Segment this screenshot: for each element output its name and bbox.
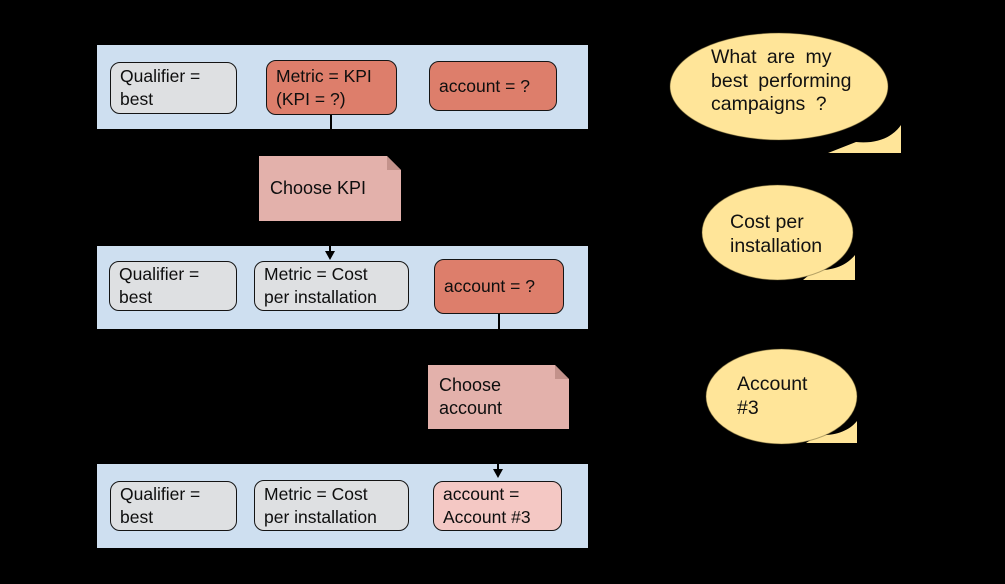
account-box-row1: account = ?	[429, 61, 557, 111]
account-box-label: account = ?	[439, 75, 530, 96]
bubble-tail	[803, 255, 855, 280]
qualifier-box-label: Qualifier = best	[120, 66, 201, 109]
folded-corner-icon	[387, 156, 401, 170]
qualifier-box-row1: Qualifier = best	[110, 62, 237, 114]
connector-choose-account-to-row3	[497, 429, 499, 470]
connector-metric-to-choose-kpi	[330, 113, 332, 156]
account-box-row2: account = ?	[434, 259, 564, 314]
connector-choose-kpi-to-row2	[329, 221, 331, 252]
metric-box-label: Metric = Cost per installation	[264, 264, 377, 307]
metric-box-label: Metric = Cost per installation	[264, 483, 377, 527]
qualifier-box-label: Qualifier = best	[120, 484, 201, 527]
choose-account-label: Choose account	[439, 375, 503, 418]
question-bubble-text: What are my best performing campaigns ?	[711, 46, 852, 115]
qualifier-box-label: Qualifier = best	[119, 264, 200, 307]
speech-bubble-kpi-answer	[701, 184, 855, 281]
account-box-label: account = Account #3	[443, 484, 531, 527]
kpi-answer-bubble-text: Cost per installation	[730, 211, 823, 257]
account-answer-bubble-text: Account #3	[737, 373, 808, 419]
qualifier-box-row3: Qualifier = best	[110, 481, 237, 531]
metric-box-label: Metric = KPI (KPI = ?)	[276, 65, 372, 109]
arrowhead-icon	[325, 251, 335, 260]
qualifier-box-row2: Qualifier = best	[109, 261, 237, 311]
choose-kpi-note: Choose KPI	[259, 156, 401, 221]
arrowhead-icon	[493, 469, 503, 478]
speech-bubble-account-answer	[705, 348, 858, 445]
folded-corner-icon	[555, 365, 569, 379]
metric-box-row2: Metric = Cost per installation	[254, 261, 409, 311]
account-box-label: account = ?	[444, 276, 535, 296]
bubble-tail	[828, 125, 901, 153]
bubble-ellipse	[701, 184, 854, 281]
connector-account-to-choose-account	[498, 314, 500, 365]
metric-box-row3: Metric = Cost per installation	[254, 480, 409, 531]
metric-box-row1: Metric = KPI (KPI = ?)	[266, 60, 397, 115]
bubble-ellipse	[705, 348, 858, 445]
bubble-ellipse	[669, 32, 889, 141]
choose-account-note: Choose account	[428, 365, 569, 429]
choose-kpi-label: Choose KPI	[270, 178, 367, 198]
speech-bubble-question	[669, 32, 901, 153]
account-box-row3: account = Account #3	[433, 481, 562, 531]
